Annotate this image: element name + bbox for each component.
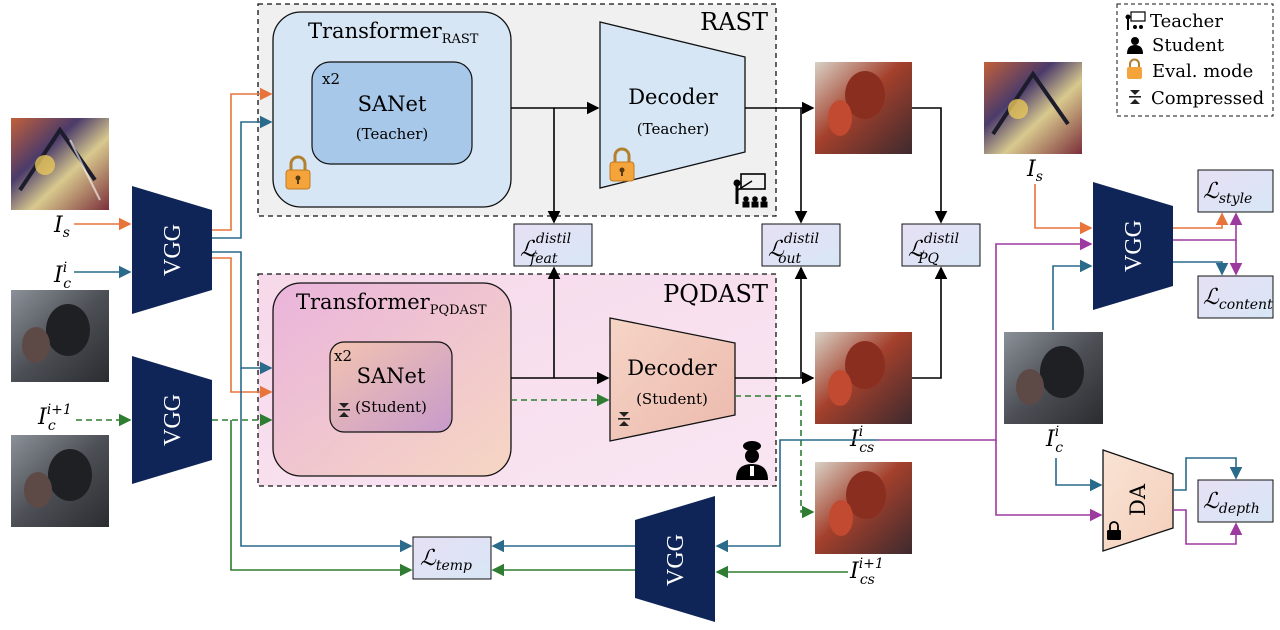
sanet-student-role: (Student) bbox=[355, 398, 427, 416]
decoder-teacher-block bbox=[599, 21, 746, 189]
compress-icon bbox=[338, 403, 350, 417]
svg-text:ℒstyle: ℒstyle bbox=[1203, 179, 1252, 207]
teacher-icon bbox=[733, 173, 768, 208]
compress-icon bbox=[1129, 90, 1141, 104]
loss-content: ℒcontent bbox=[1197, 275, 1274, 319]
legend-compressed: Compressed bbox=[1151, 88, 1264, 109]
loss-style: ℒstyle bbox=[1197, 169, 1274, 213]
vgg-encoder-4: VGG bbox=[1093, 182, 1173, 310]
vgg-encoder-2: VGG bbox=[132, 356, 212, 484]
next-content-frame-thumbnail bbox=[11, 435, 109, 527]
vgg-encoder-3: VGG bbox=[635, 496, 715, 622]
sanet-student-block bbox=[329, 341, 453, 433]
teacher-icon bbox=[1125, 11, 1146, 30]
vgg-encoder-1: VGG bbox=[132, 186, 212, 314]
legend-student: Student bbox=[1152, 35, 1225, 56]
sanet-teacher-repeat: x2 bbox=[322, 70, 340, 88]
lock-icon bbox=[285, 155, 311, 190]
teacher-output-thumbnail bbox=[815, 62, 912, 154]
content-frame-thumbnail-right bbox=[1004, 332, 1103, 424]
style-image-label-right: Is bbox=[1026, 157, 1043, 185]
content-frame-thumbnail bbox=[11, 290, 109, 382]
decoder-student-block bbox=[609, 317, 736, 442]
student-icon bbox=[1127, 37, 1143, 54]
legend-teacher: Teacher bbox=[1150, 11, 1223, 32]
decoder-teacher-role: (Teacher) bbox=[637, 120, 709, 138]
sanet-student-label: SANet bbox=[357, 364, 426, 388]
lock-icon bbox=[1107, 521, 1121, 540]
svg-text:VGG: VGG bbox=[1121, 220, 1147, 272]
decoder-student-label: Decoder bbox=[627, 356, 718, 380]
svg-text:ℒtemp: ℒtemp bbox=[420, 546, 472, 574]
svg-text:VGG: VGG bbox=[160, 394, 186, 446]
decoder-teacher-label: Decoder bbox=[628, 85, 719, 109]
sanet-teacher-role: (Teacher) bbox=[356, 125, 428, 143]
style-image-thumbnail-right bbox=[984, 62, 1082, 154]
loss-temp: ℒtemp bbox=[412, 536, 492, 580]
sanet-student-repeat: x2 bbox=[334, 347, 352, 365]
svg-text:DA: DA bbox=[1126, 483, 1150, 516]
legend-eval-mode: Eval. mode bbox=[1152, 61, 1253, 82]
student-icon bbox=[736, 441, 768, 480]
pqdast-title: PQDAST bbox=[663, 280, 768, 308]
svg-text:ℒcontent: ℒcontent bbox=[1203, 285, 1273, 313]
svg-text:ℒdepth: ℒdepth bbox=[1203, 489, 1260, 517]
transformer-rast-title: TransformerRAST bbox=[308, 19, 479, 47]
lock-icon bbox=[609, 147, 635, 182]
lock-icon bbox=[1127, 58, 1142, 79]
loss-depth: ℒdepth bbox=[1197, 479, 1274, 523]
decoder-student-role: (Student) bbox=[636, 390, 708, 408]
student-output-thumbnail bbox=[815, 332, 912, 424]
svg-text:VGG: VGG bbox=[160, 224, 186, 276]
depth-analyzer-block: DA bbox=[1102, 449, 1174, 552]
compress-icon bbox=[618, 412, 630, 426]
connectors bbox=[74, 87, 1243, 579]
rast-title: RAST bbox=[700, 8, 768, 36]
svg-text:VGG: VGG bbox=[663, 534, 689, 586]
student-next-output-thumbnail bbox=[815, 462, 912, 554]
style-image-thumbnail bbox=[11, 118, 109, 210]
legend bbox=[1116, 3, 1274, 117]
transformer-pqdast-title: TransformerPQDAST bbox=[296, 290, 487, 318]
sanet-teacher-label: SANet bbox=[358, 92, 427, 116]
style-image-label: Is bbox=[53, 213, 70, 241]
sanet-teacher-block bbox=[311, 61, 473, 165]
